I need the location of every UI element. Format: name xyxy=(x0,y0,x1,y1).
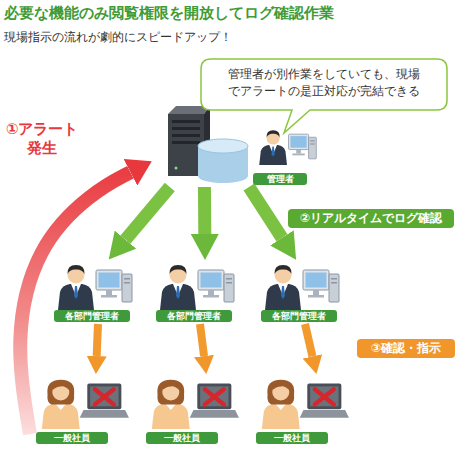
employee-figure xyxy=(42,380,129,429)
name-label: 一般社員 xyxy=(146,432,218,444)
dept-manager: 各部門管理者 xyxy=(255,258,355,324)
dept-manager-figure xyxy=(265,265,339,310)
database-top xyxy=(198,139,248,153)
server-slot xyxy=(172,120,200,123)
name-label: 各部門管理者 xyxy=(261,310,337,322)
flow-arrow xyxy=(200,324,204,356)
flow-arrow xyxy=(198,187,211,234)
server-slot xyxy=(172,141,200,144)
name-label: 各部門管理者 xyxy=(156,310,232,322)
speech-bubble-outline xyxy=(201,59,447,133)
flow-arrow xyxy=(305,324,312,356)
title-text: 必要な機能のみ閲覧権限を開放してログ確認作業 xyxy=(4,4,454,24)
name-label: 各部門管理者 xyxy=(54,310,130,322)
dept-manager-figure xyxy=(160,265,234,310)
server-slot xyxy=(172,127,200,130)
step-label: ②リアルタイムでログ確認 xyxy=(288,209,454,228)
admin-figure xyxy=(259,130,316,165)
employee-figure xyxy=(152,380,239,429)
step-label: ③確認・指示 xyxy=(357,339,455,358)
flow-arrow xyxy=(97,324,98,356)
step-label: ①アラート発生 xyxy=(2,120,82,158)
bubble-text: 管理者が別作業をしていても、現場でアラートの是正対応が完結できる xyxy=(226,66,422,100)
flow-arrow xyxy=(125,187,169,240)
subtitle-text: 現場指示の流れが劇的にスピードアップ！ xyxy=(4,30,454,46)
database-illustration xyxy=(198,139,248,183)
employee-figure xyxy=(262,380,349,429)
dept-manager: 各部門管理者 xyxy=(150,258,250,324)
employee: 一般社員 xyxy=(30,372,140,446)
admin-station: 管理者 xyxy=(150,104,315,187)
speech-bubble: 管理者が別作業をしていても、現場でアラートの是正対応が完結できる xyxy=(200,58,448,142)
flow-arrow xyxy=(249,187,282,238)
name-label: 一般社員 xyxy=(36,432,108,444)
name-label: 管理者 xyxy=(253,173,307,185)
dept-manager: 各部門管理者 xyxy=(48,258,148,324)
dept-manager-figure xyxy=(58,265,132,310)
server-led xyxy=(175,167,178,170)
server-slot xyxy=(172,134,200,137)
employee: 一般社員 xyxy=(250,372,360,446)
employee: 一般社員 xyxy=(140,372,250,446)
name-label: 一般社員 xyxy=(256,432,328,444)
flow-arrow xyxy=(20,172,130,434)
